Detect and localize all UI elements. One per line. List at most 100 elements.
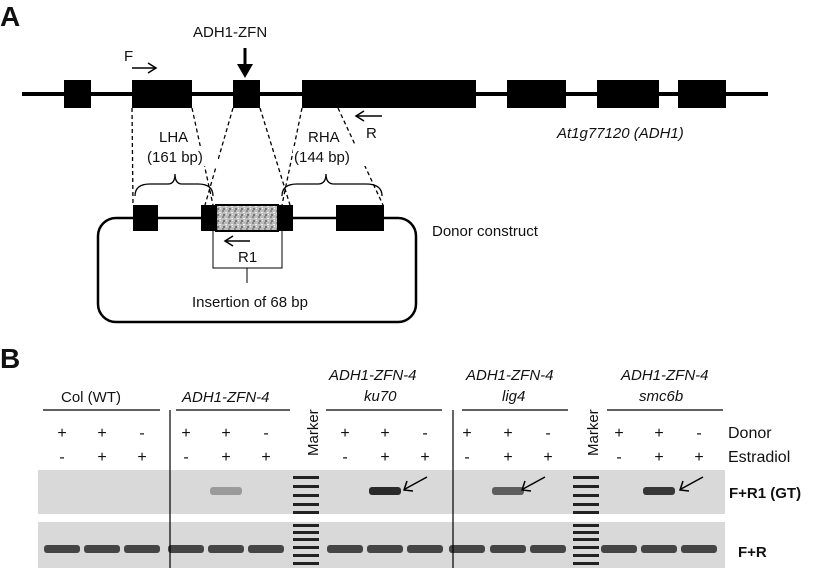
insertion-label: Insertion of 68 bp — [192, 294, 308, 311]
donor-sign: + — [614, 425, 623, 442]
exon — [597, 80, 659, 108]
estradiol-sign: - — [59, 449, 64, 466]
group-ku70-line2: ku70 — [364, 388, 397, 405]
panel-b-letter: B — [0, 343, 20, 374]
marker-label-1: Marker — [305, 409, 322, 456]
exon — [64, 80, 91, 108]
estradiol-sign: - — [342, 449, 347, 466]
exon — [132, 80, 192, 108]
rha-brace — [281, 173, 383, 197]
fr-band — [407, 545, 443, 553]
primer-r1-arrow — [223, 235, 250, 247]
exon — [233, 80, 260, 108]
ladder-band — [573, 531, 599, 534]
rha-label-bg — [307, 128, 345, 146]
rha-size: (144 bp) — [294, 149, 350, 166]
ladder-band — [293, 538, 319, 541]
group-col-wt-label: Col (WT) — [61, 389, 121, 406]
ladder-band — [573, 476, 599, 479]
gt-arrows — [402, 476, 704, 492]
donor-blocks — [133, 204, 384, 232]
gt-arrow-ku70 — [402, 476, 428, 492]
gt-band — [492, 487, 524, 495]
fr-band — [530, 545, 566, 553]
gt-arrow-smc6b — [678, 476, 704, 492]
group-zfn4-label: ADH1-ZFN-4 — [181, 389, 270, 406]
donor-sign: - — [545, 425, 550, 442]
fr-band — [327, 545, 363, 553]
primer-f-arrow — [132, 62, 158, 74]
exon — [507, 80, 566, 108]
insertion-bracket — [212, 231, 283, 283]
gt-band — [369, 487, 401, 495]
ladder-band — [573, 538, 599, 541]
group-smc6b-line2: smc6b — [639, 388, 683, 405]
ladder-band — [293, 546, 319, 549]
fr-band — [124, 545, 160, 553]
group-smc6b-line1: ADH1-ZFN-4 — [620, 367, 709, 384]
donor-sign: + — [221, 425, 230, 442]
ladder-band — [573, 511, 599, 514]
donor-label: Donor construct — [432, 223, 539, 240]
ladder-band — [293, 531, 319, 534]
donor-sign: + — [97, 425, 106, 442]
donor-row-label: Donor — [728, 425, 772, 442]
fr-band — [208, 545, 244, 553]
gel-gt-label: F+R1 (GT) — [729, 485, 801, 502]
estradiol-sign: + — [221, 449, 230, 466]
ladder-band — [573, 562, 599, 565]
rha-size-bg — [293, 146, 367, 166]
ladder-band — [293, 476, 319, 479]
primer-r-label: R — [366, 125, 377, 142]
marker-ladders — [293, 476, 599, 565]
gel-dividers — [169, 410, 454, 568]
estradiol-sign: + — [503, 449, 512, 466]
ladder-band — [293, 554, 319, 557]
fr-band — [248, 545, 284, 553]
gt-band — [643, 487, 675, 495]
donor-sign: + — [462, 425, 471, 442]
gel-gt-bands — [210, 487, 675, 495]
ladder-band — [293, 494, 319, 497]
donor-sign: - — [422, 425, 427, 442]
exon — [302, 80, 476, 108]
estradiol-sign: - — [464, 449, 469, 466]
lha-label-bg — [158, 128, 192, 146]
donor-sign: - — [263, 425, 268, 442]
estradiol-sign: + — [380, 449, 389, 466]
estradiol-sign: + — [261, 449, 270, 466]
lha-size: (161 bp) — [147, 149, 203, 166]
estradiol-sign: + — [654, 449, 663, 466]
ladder-band — [293, 562, 319, 565]
estradiol-row-label: Estradiol — [728, 449, 790, 466]
primer-r1-label: R1 — [238, 249, 257, 266]
gt-band — [210, 487, 242, 495]
ladder-band — [293, 485, 319, 488]
donor-sign: + — [57, 425, 66, 442]
ladder-band — [573, 494, 599, 497]
group-lig4-line2: lig4 — [502, 388, 525, 405]
ladder-band — [573, 554, 599, 557]
fr-band — [641, 545, 677, 553]
zfn-label: ADH1-ZFN — [193, 24, 267, 41]
donor-sign: + — [380, 425, 389, 442]
sign-rows: +-++-++-++-++-++-++-++-++-++-+ — [57, 425, 703, 466]
fr-band — [681, 545, 717, 553]
fr-band — [44, 545, 80, 553]
estradiol-sign: + — [97, 449, 106, 466]
group-headers: Col (WT) ADH1-ZFN-4 ADH1-ZFN-4 ku70 ADH1… — [61, 367, 709, 406]
donor-sign: - — [139, 425, 144, 442]
rha-label: RHA — [308, 129, 340, 146]
exon — [678, 80, 726, 108]
estradiol-sign: + — [694, 449, 703, 466]
estradiol-sign: - — [616, 449, 621, 466]
group-lig4-line1: ADH1-ZFN-4 — [465, 367, 554, 384]
primer-f-label: F — [124, 48, 133, 65]
group-ku70-line1: ADH1-ZFN-4 — [328, 367, 417, 384]
exons — [64, 80, 726, 108]
gel-fr-label: F+R — [738, 544, 767, 561]
lha-brace — [134, 173, 214, 197]
primer-r-arrow — [354, 110, 382, 122]
ladder-band — [293, 511, 319, 514]
